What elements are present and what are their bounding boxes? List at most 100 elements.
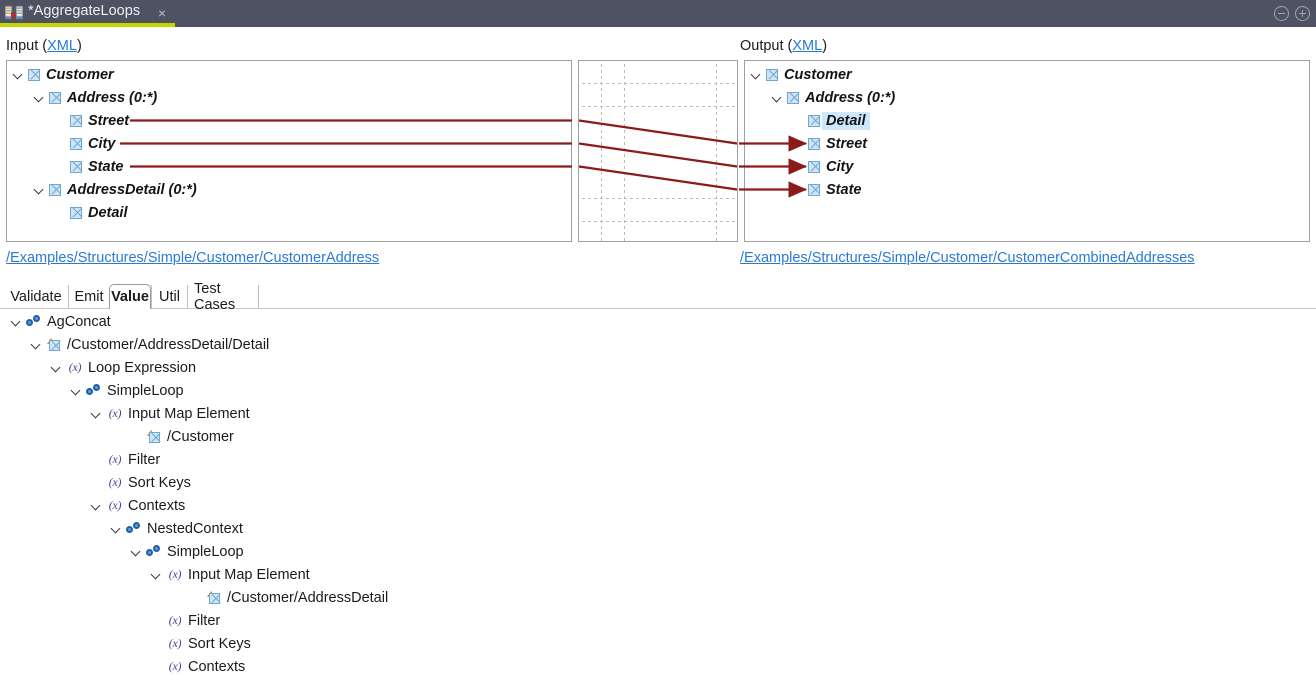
chevron-down-icon[interactable]: [130, 545, 143, 558]
chevron-down-icon[interactable]: [30, 338, 43, 351]
input-tree-row[interactable]: Address (0:*): [33, 86, 157, 109]
path-icon: [146, 429, 162, 444]
chevron-placeholder: [90, 476, 103, 489]
tab-validate[interactable]: Validate: [10, 289, 62, 305]
tab-test-cases[interactable]: Test Cases: [187, 281, 259, 313]
detail-tree-row[interactable]: (x) Filter: [90, 448, 160, 471]
mapping-grid-panel[interactable]: [578, 60, 738, 242]
chevron-down-icon[interactable]: [70, 384, 83, 397]
chevron-placeholder: [190, 591, 203, 604]
input-tree-row[interactable]: State: [54, 155, 123, 178]
minimize-icon[interactable]: [1274, 6, 1289, 21]
detail-tree-row[interactable]: (x) Input Map Element: [90, 402, 250, 425]
input-label-text: Input (: [6, 38, 48, 54]
expression-icon: (x): [168, 659, 182, 673]
schema-element-icon: [70, 160, 82, 173]
chevron-down-icon[interactable]: [750, 68, 763, 81]
chevron-down-icon[interactable]: [50, 361, 63, 374]
output-tree-row[interactable]: Street: [792, 132, 867, 155]
chevron-down-icon[interactable]: [150, 568, 163, 581]
chevron-down-icon[interactable]: [90, 407, 103, 420]
detail-node-label: Filter: [188, 612, 221, 629]
detail-tree-row[interactable]: SimpleLoop: [130, 540, 244, 563]
expression-icon: (x): [168, 613, 182, 627]
output-tree-row[interactable]: City: [792, 155, 853, 178]
output-tree-row-selected[interactable]: Detail: [792, 109, 870, 132]
output-label-text: Output (: [740, 38, 793, 54]
detail-node-label: Sort Keys: [188, 635, 251, 652]
detail-tree-row[interactable]: AgConcat: [10, 310, 111, 333]
detail-tree-row[interactable]: (x) Contexts: [90, 494, 185, 517]
schema-element-icon: [49, 183, 61, 196]
input-tree-panel[interactable]: [6, 60, 572, 242]
output-xml-link[interactable]: XML: [792, 38, 823, 54]
detail-tree-row[interactable]: (x) Sort Keys: [150, 632, 251, 655]
output-structure-path-link[interactable]: /Examples/Structures/Simple/Customer/Cus…: [740, 250, 1195, 266]
detail-tree-row[interactable]: /Customer/AddressDetail/Detail: [30, 333, 269, 356]
detail-tree-row[interactable]: (x) Contexts: [150, 655, 245, 678]
output-tree-row[interactable]: State: [792, 178, 861, 201]
detail-node-label: Sort Keys: [128, 474, 191, 491]
map-transform-icon: [4, 5, 24, 22]
chain-icon: [126, 522, 142, 535]
detail-tree-row[interactable]: (x) Sort Keys: [90, 471, 191, 494]
input-tree-row[interactable]: AddressDetail (0:*): [33, 178, 197, 201]
schema-element-icon: [766, 68, 778, 81]
input-xml-link[interactable]: XML: [47, 38, 77, 54]
input-node-label: Customer: [46, 66, 114, 83]
output-node-label: Detail: [822, 111, 870, 130]
input-tree-row[interactable]: City: [54, 132, 115, 155]
input-tree-row[interactable]: Customer: [12, 63, 114, 86]
detail-node-label: /Customer/AddressDetail: [227, 589, 389, 606]
output-tree-row[interactable]: Customer: [750, 63, 852, 86]
detail-tree-row[interactable]: /Customer/AddressDetail: [190, 586, 388, 609]
schema-element-icon: [808, 183, 820, 196]
detail-node-label: Contexts: [188, 658, 246, 675]
chain-icon: [86, 384, 102, 397]
output-node-label: City: [826, 158, 854, 175]
expression-icon: (x): [108, 452, 122, 466]
maximize-icon[interactable]: [1295, 6, 1310, 21]
chevron-placeholder: [792, 114, 805, 127]
chevron-down-icon[interactable]: [110, 522, 123, 535]
path-icon: [46, 337, 62, 352]
output-label-suffix: ): [822, 38, 828, 54]
detail-node-label: NestedContext: [147, 520, 243, 537]
chevron-placeholder: [150, 660, 163, 673]
close-icon[interactable]: ×: [158, 5, 167, 21]
detail-node-label: Input Map Element: [188, 566, 310, 583]
chain-icon: [26, 315, 42, 328]
tab-util[interactable]: Util: [151, 285, 187, 309]
detail-tree-row[interactable]: (x) Filter: [150, 609, 220, 632]
tab-value[interactable]: Value: [109, 284, 151, 309]
input-tree-row[interactable]: Street: [54, 109, 129, 132]
schema-element-icon: [808, 160, 820, 173]
detail-node-label: Loop Expression: [88, 359, 197, 376]
input-section-label: Input (XML): [6, 38, 82, 54]
tab-emit[interactable]: Emit: [68, 285, 109, 309]
chevron-down-icon[interactable]: [10, 315, 23, 328]
schema-element-icon: [70, 114, 82, 127]
chevron-down-icon[interactable]: [771, 91, 784, 104]
detail-tree-row[interactable]: /Customer: [130, 425, 234, 448]
detail-tree-row[interactable]: SimpleLoop: [70, 379, 184, 402]
input-tree-row[interactable]: Detail: [54, 201, 128, 224]
output-node-label: Customer: [784, 66, 852, 83]
detail-tree-row[interactable]: NestedContext: [110, 517, 243, 540]
schema-element-icon: [787, 91, 799, 104]
output-section-label: Output (XML): [740, 38, 827, 54]
chevron-down-icon[interactable]: [33, 91, 46, 104]
input-node-label: State: [88, 158, 124, 175]
output-tree-row[interactable]: Address (0:*): [771, 86, 895, 109]
detail-tree-row[interactable]: (x) Input Map Element: [150, 563, 310, 586]
chevron-placeholder: [792, 160, 805, 173]
chevron-down-icon[interactable]: [90, 499, 103, 512]
detail-tree-row[interactable]: (x) Loop Expression: [50, 356, 196, 379]
output-tree-panel[interactable]: [744, 60, 1310, 242]
chevron-down-icon[interactable]: [33, 183, 46, 196]
active-tab-indicator: [0, 23, 175, 27]
chevron-down-icon[interactable]: [12, 68, 25, 81]
input-structure-path-link[interactable]: /Examples/Structures/Simple/Customer/Cus…: [6, 250, 380, 266]
output-node-label: Address (0:*): [805, 89, 896, 106]
editor-tab-aggregateloops[interactable]: *AggregateLoops ×: [0, 0, 175, 27]
